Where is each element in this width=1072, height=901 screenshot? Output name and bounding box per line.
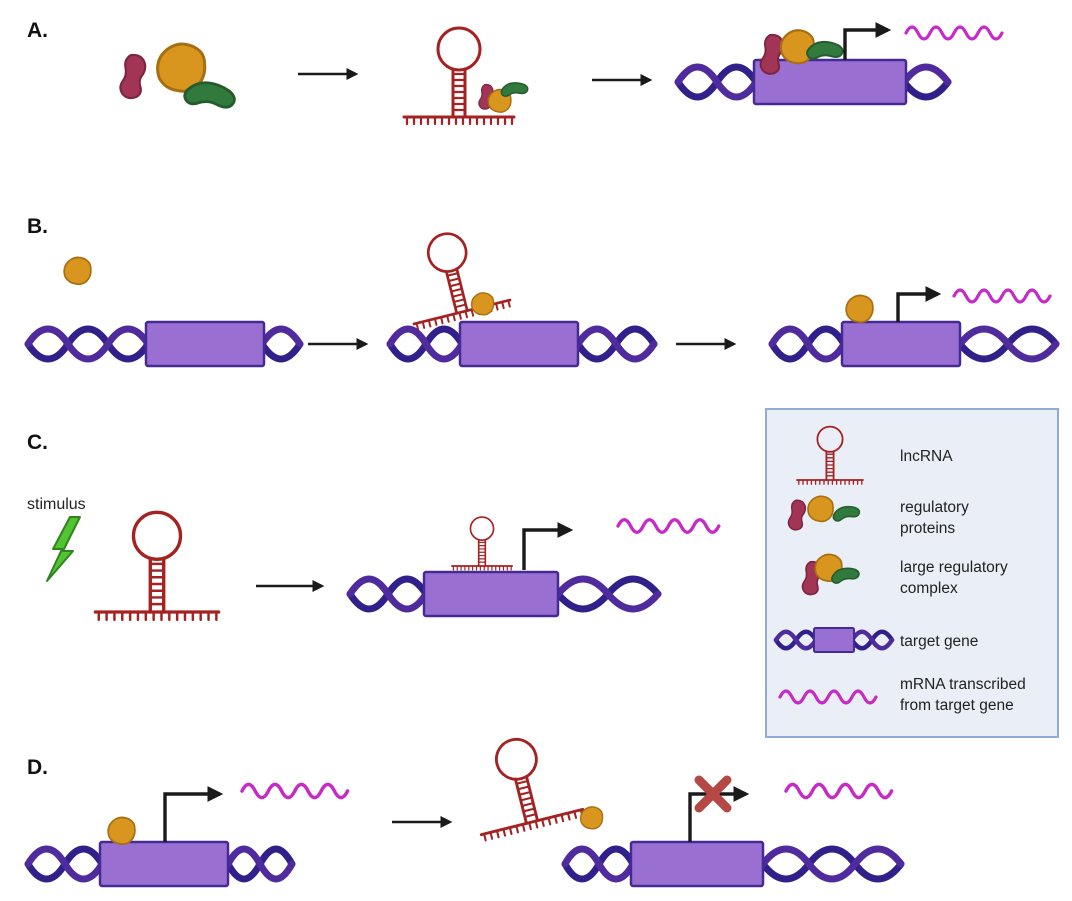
- panel-d: D.: [24, 725, 905, 888]
- blocked-x-icon: [694, 775, 732, 813]
- panel-d-label: D.: [27, 756, 48, 779]
- proteins-binding-lncrna-group: [478, 77, 530, 113]
- target-gene-activated: [768, 286, 1060, 368]
- transcription-arrow: [522, 522, 574, 570]
- target-gene-repressed: [561, 775, 905, 888]
- legend-item-label: mRNA transcribed: [900, 676, 1026, 693]
- panel-b: B.: [24, 215, 1060, 368]
- transcription-arrow: [843, 22, 892, 60]
- legend-item-label: regulatory: [900, 499, 969, 516]
- legend-item-label: target gene: [900, 633, 978, 650]
- target-gene-box: [813, 627, 855, 653]
- panel-a: A.: [27, 19, 1004, 126]
- target-gene-box: [840, 320, 962, 368]
- target-gene-box: [144, 320, 266, 368]
- dna-double-helix: [346, 575, 662, 613]
- mrna-wave: [616, 518, 721, 534]
- transcription-arrow: [688, 786, 750, 842]
- panel-a-label: A.: [27, 19, 48, 42]
- target-gene-inactive: [24, 320, 304, 368]
- orange-protein-icon: [470, 292, 495, 316]
- legend-item-label: from target gene: [900, 697, 1014, 714]
- legend-item-label: proteins: [900, 520, 955, 537]
- mrna-wave: [784, 782, 894, 800]
- lncrna-delivering-protein: [386, 220, 658, 368]
- mrna-wave: [904, 25, 1004, 41]
- dna-double-helix: [773, 629, 895, 651]
- target-gene-box: [98, 840, 230, 888]
- lncrna-hairpin-icon: [459, 725, 586, 843]
- transcription-arrow: [163, 786, 224, 842]
- legend-item-label: large regulatory: [900, 559, 1008, 576]
- mrna-wave: [952, 288, 1052, 304]
- panel-c: C. stimulus: [27, 431, 721, 622]
- legend-item-label: complex: [900, 580, 958, 597]
- target-gene-with-complex: [674, 22, 1004, 106]
- panel-b-label: B.: [27, 215, 48, 238]
- regulatory-proteins-group: [119, 42, 240, 126]
- dna-double-helix: [674, 63, 952, 101]
- dna-double-helix: [768, 325, 1060, 363]
- target-gene-box: [752, 58, 908, 106]
- dna-double-helix: [24, 845, 296, 883]
- dna-double-helix: [561, 845, 905, 883]
- dna-double-helix: [386, 325, 658, 363]
- orange-protein-icon: [63, 256, 92, 286]
- target-gene-box: [458, 320, 580, 368]
- lncrna-hairpin-icon: [93, 510, 221, 622]
- orange-protein-icon: [579, 806, 604, 830]
- transcription-arrow: [896, 286, 942, 322]
- maroon-protein-icon: [759, 33, 785, 75]
- target-gene-activated-by-lncrna: [346, 516, 721, 618]
- lightning-bolt-icon: [46, 516, 81, 582]
- maroon-protein-icon: [119, 53, 147, 100]
- target-gene-box: [422, 570, 560, 618]
- lncrna-sequestering-protein: [459, 725, 604, 843]
- target-gene-active: [24, 782, 350, 888]
- legend-item-label: lncRNA: [900, 448, 953, 465]
- lncrna-hairpin-icon: [393, 220, 513, 332]
- orange-protein-icon: [107, 816, 136, 846]
- panel-c-label: C.: [27, 431, 48, 454]
- target-gene-box: [629, 840, 765, 888]
- lncrna-hairpin-icon: [450, 516, 514, 571]
- orange-protein-icon: [845, 294, 874, 324]
- mrna-wave: [240, 782, 350, 800]
- stimulus-label: stimulus: [27, 496, 86, 513]
- legend: lncRNA regulatory proteins large regulat…: [765, 408, 1059, 738]
- orange-protein-icon: [807, 495, 834, 523]
- target-gene-icon: [773, 627, 895, 653]
